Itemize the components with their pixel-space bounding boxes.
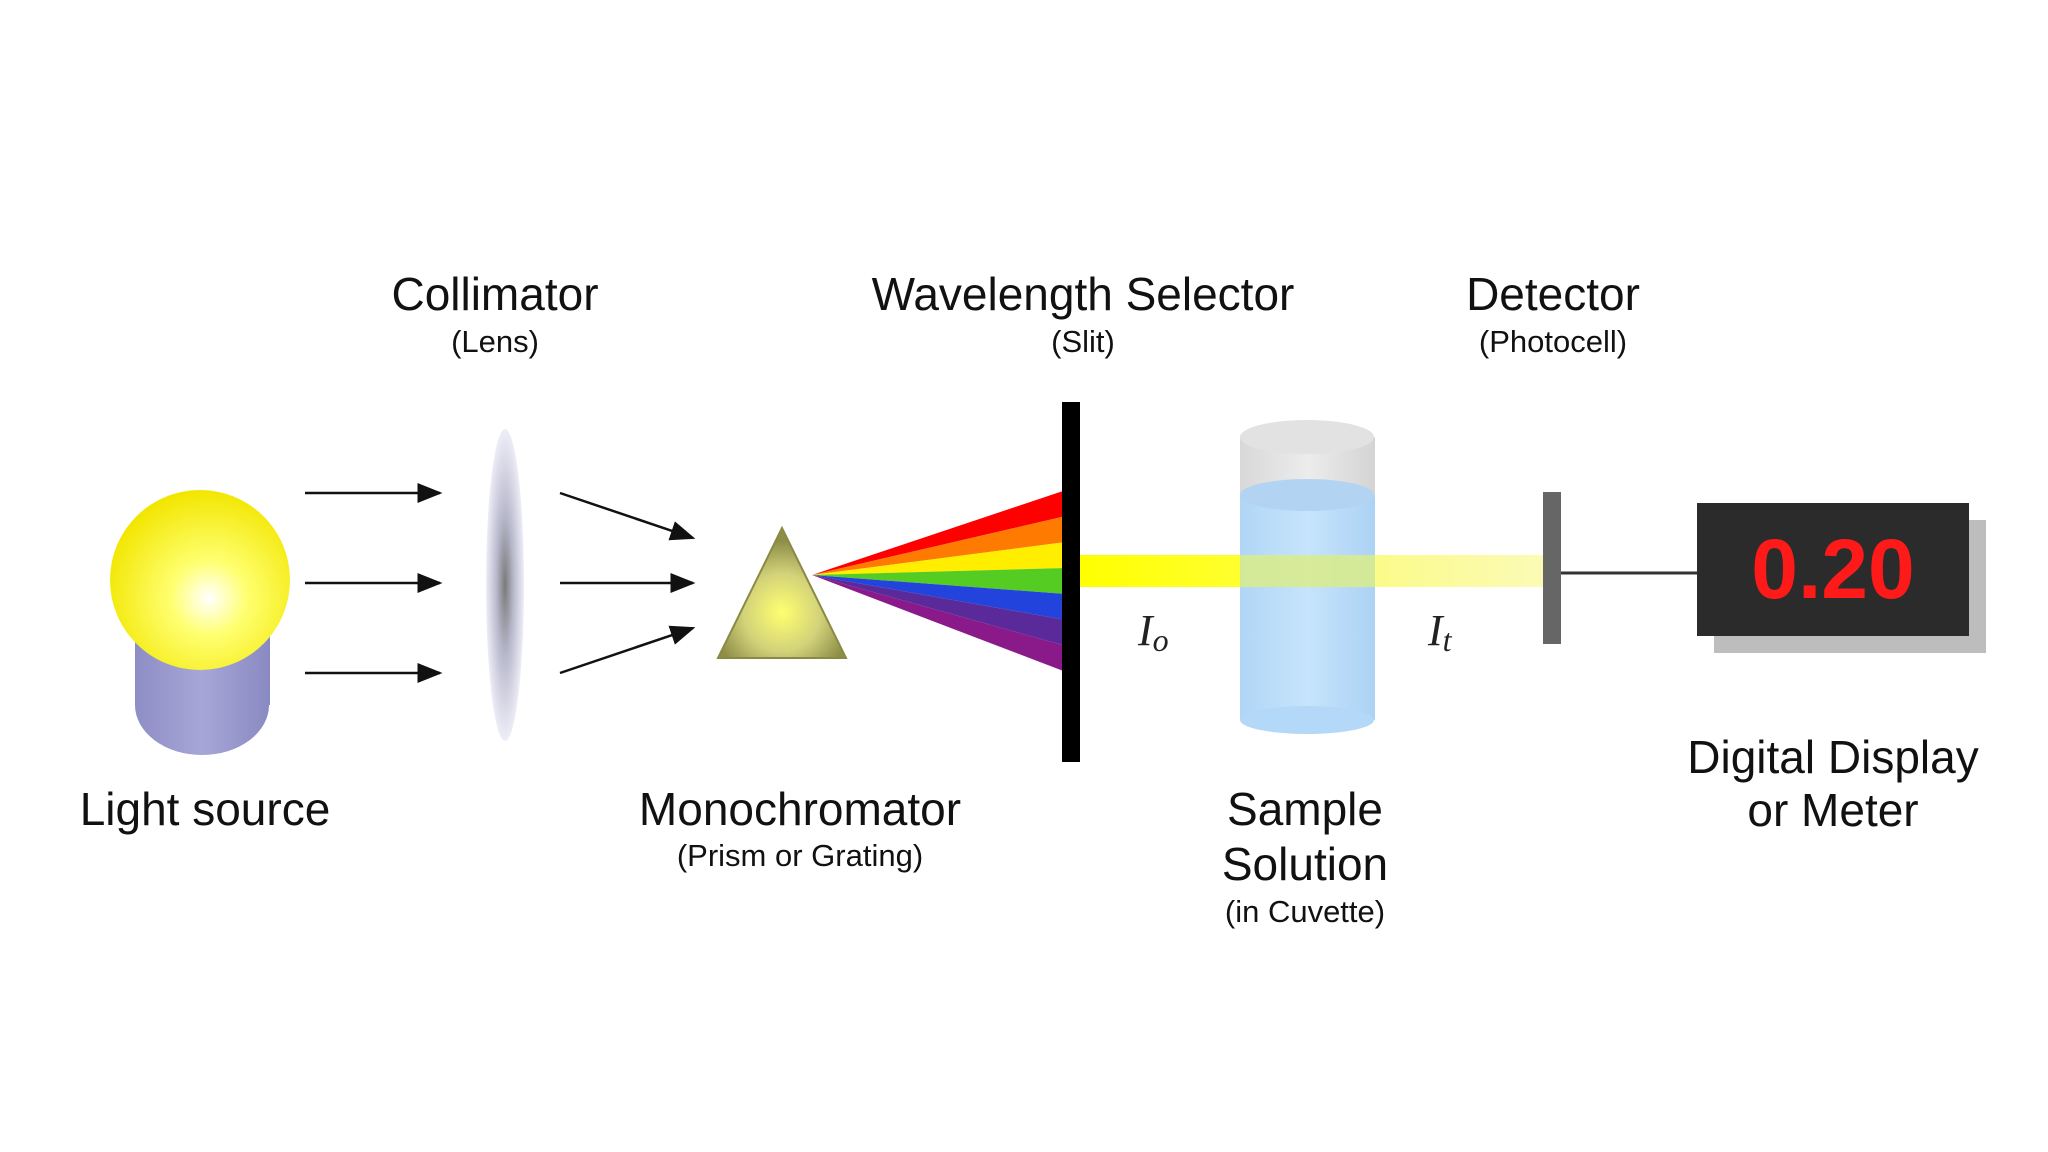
digital-display: 0.20 bbox=[1697, 503, 1986, 653]
detector-sublabel: (Photocell) bbox=[1479, 324, 1627, 359]
collimator-label: Collimator bbox=[391, 268, 598, 320]
bulb-base-bottom bbox=[135, 655, 269, 755]
incident-subscript: o bbox=[1153, 622, 1169, 658]
sample-label-line2: Solution bbox=[1222, 838, 1388, 890]
detector-label: Detector bbox=[1466, 268, 1640, 320]
bulb bbox=[110, 490, 290, 670]
prism bbox=[716, 525, 848, 659]
spectrum-band-7 bbox=[812, 575, 1066, 672]
sample-label-line1: Sample bbox=[1227, 783, 1383, 835]
collimator-lens bbox=[486, 429, 524, 741]
cuvette-liquid-surface bbox=[1240, 479, 1374, 511]
display-reading: 0.20 bbox=[1751, 522, 1915, 616]
light-source-label: Light source bbox=[80, 783, 331, 835]
cuvette bbox=[1240, 420, 1375, 734]
transmitted-beam bbox=[1375, 555, 1550, 587]
converge-arrow-top bbox=[559, 491, 696, 541]
display-label-line2: or Meter bbox=[1747, 784, 1918, 836]
monochromator-sublabel: (Prism or Grating) bbox=[677, 838, 923, 873]
spectrum-band-3 bbox=[812, 542, 1066, 575]
transmitted-I: I bbox=[1427, 606, 1445, 655]
transmitted-subscript: t bbox=[1443, 622, 1453, 658]
display-label-line1: Digital Display bbox=[1687, 731, 1978, 783]
collimated-arrows bbox=[305, 483, 443, 683]
incident-intensity-label: Io bbox=[1137, 606, 1169, 658]
incident-I: I bbox=[1137, 606, 1155, 655]
wavelength-selector-label: Wavelength Selector bbox=[872, 268, 1295, 320]
sample-sublabel: (in Cuvette) bbox=[1225, 894, 1385, 929]
cuvette-rim bbox=[1240, 420, 1374, 454]
converging-arrows bbox=[559, 491, 696, 675]
spectrum-band-1 bbox=[812, 490, 1066, 575]
light-source bbox=[110, 490, 290, 755]
transmitted-intensity-label: It bbox=[1427, 606, 1453, 658]
cuvette-bottom bbox=[1240, 706, 1374, 734]
detector-photocell bbox=[1543, 492, 1561, 644]
wavelength-slit bbox=[1062, 402, 1080, 762]
cuvette-liquid bbox=[1240, 495, 1375, 720]
incident-beam bbox=[1080, 555, 1245, 587]
spectrum-band-2 bbox=[812, 516, 1066, 575]
monochromator-label: Monochromator bbox=[639, 783, 961, 835]
converge-arrow-bottom bbox=[559, 625, 696, 675]
wavelength-selector-sublabel: (Slit) bbox=[1051, 324, 1115, 359]
collimator-sublabel: (Lens) bbox=[451, 324, 539, 359]
spectrum-band-4 bbox=[812, 568, 1066, 594]
dispersed-spectrum bbox=[812, 490, 1066, 672]
beam-through-sample bbox=[1240, 555, 1375, 587]
display-screen bbox=[1697, 503, 1969, 636]
